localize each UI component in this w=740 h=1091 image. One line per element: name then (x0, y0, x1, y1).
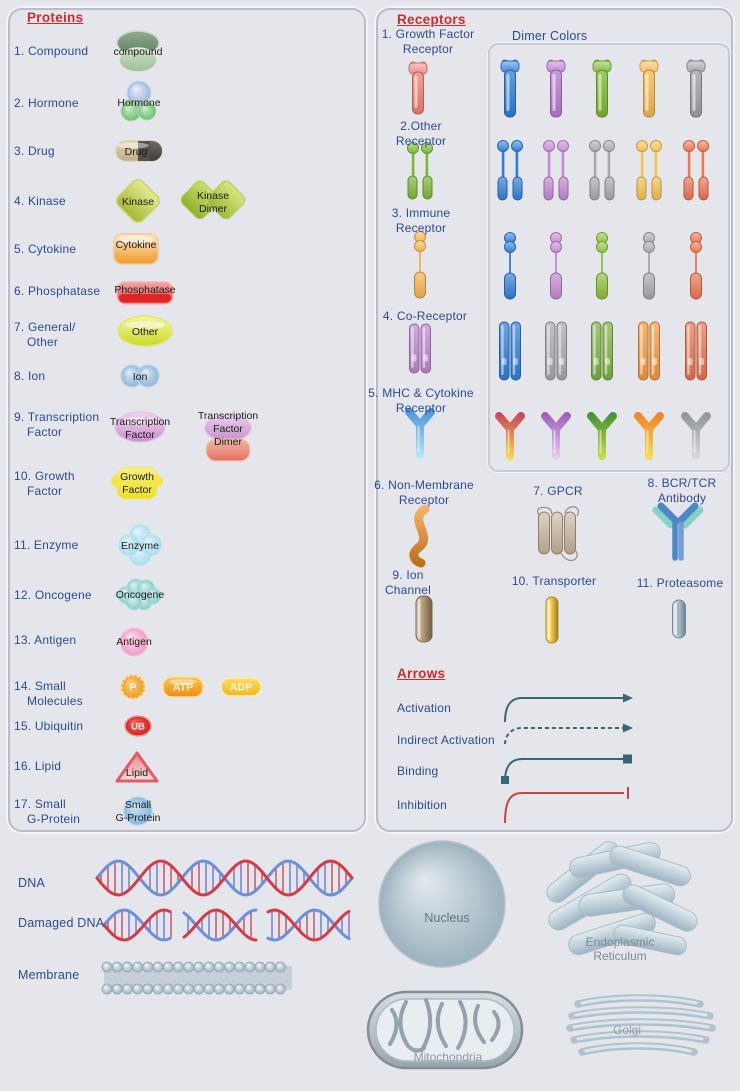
receptor-item-label: 11. Proteasome (636, 576, 724, 590)
membrane-label: Membrane (18, 968, 80, 982)
protein-item-label: 1. Compound (14, 44, 89, 58)
arrow-label: Inhibition (397, 798, 448, 812)
protein-item-label: 16. Lipid (14, 759, 62, 773)
arrow-label: Activation (397, 701, 452, 715)
receptor-item-label: 4. Co-Receptor (382, 309, 468, 323)
damaged-dna-label: Damaged DNA (18, 916, 105, 930)
receptors-title: Receptors (397, 12, 466, 27)
protein-item-label: 6. Phosphatase (14, 284, 101, 298)
protein-item-label: 2. Hormone (14, 96, 79, 110)
protein-item-label: 11. Enzyme (14, 538, 79, 552)
receptor-item-label: 7. GPCR (533, 484, 583, 498)
dna-label: DNA (18, 876, 45, 890)
protein-item-label: 5. Cytokine (14, 242, 77, 256)
protein-item-label: 3. Drug (14, 144, 55, 158)
receptor-item-label: 10. Transporter (511, 574, 597, 588)
protein-item-label: 15. Ubiquitin (14, 719, 84, 733)
protein-item-label: 4. Kinase (14, 194, 66, 208)
dimer-colors-box (488, 43, 730, 472)
protein-item-label: 12. Oncogene (14, 588, 92, 602)
protein-item-label: 8. Ion (14, 369, 46, 383)
arrow-label: Binding (397, 764, 439, 778)
arrows-title: Arrows (397, 666, 446, 681)
dimer-colors-title: Dimer Colors (512, 29, 588, 43)
receptors-panel (376, 8, 733, 832)
protein-item-label: 13. Antigen (14, 633, 77, 647)
proteins-title: Proteins (27, 10, 84, 25)
protein-item-label: 7. General/Other (14, 320, 76, 349)
arrow-label: Indirect Activation (397, 733, 495, 747)
proteins-panel (8, 8, 366, 832)
